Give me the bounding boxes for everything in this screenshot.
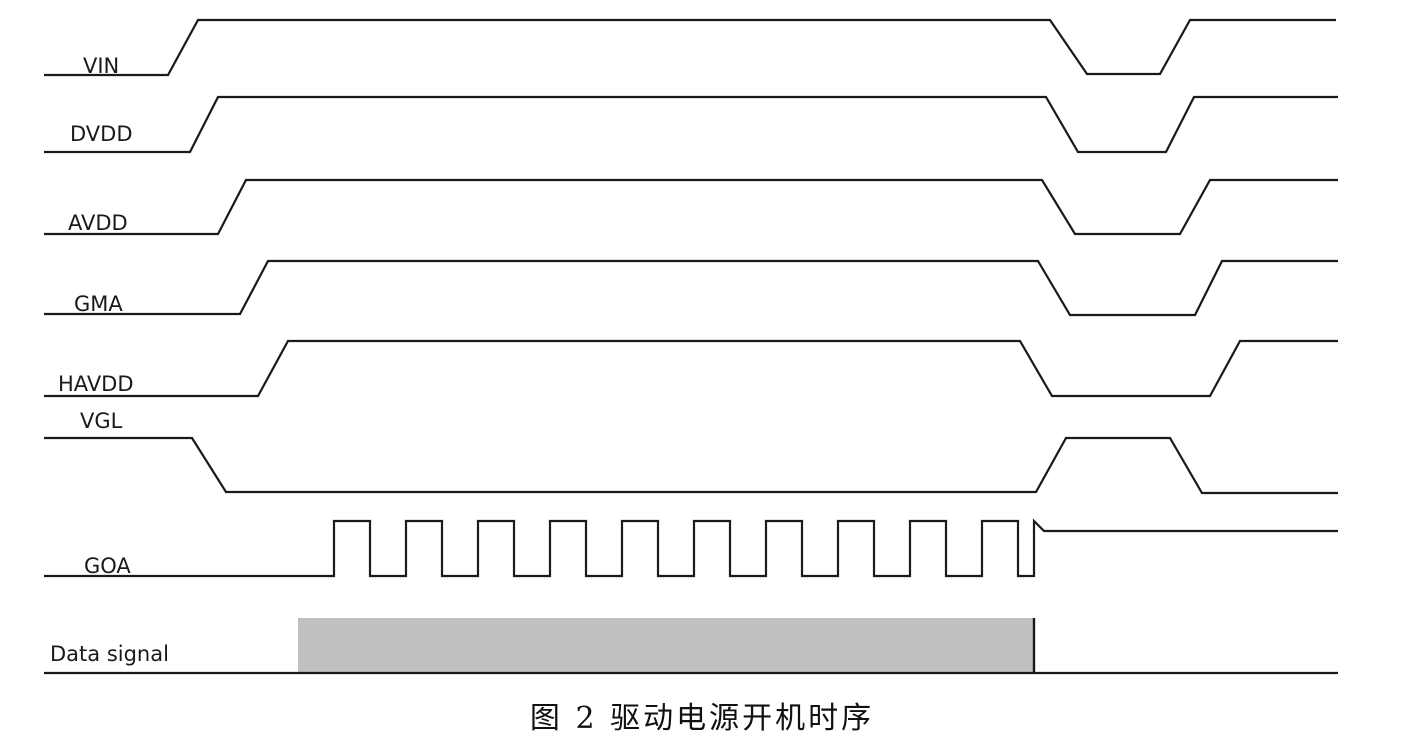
dvdd-waveform: [44, 95, 1338, 154]
figure-caption: 图 2 驱动电源开机时序: [529, 701, 875, 736]
havdd-label: HAVDD: [58, 372, 134, 396]
timing-waveforms: [44, 18, 1338, 675]
goa-waveform: [44, 518, 1338, 578]
data-signal-label: Data signal: [50, 642, 169, 666]
vin-label: VIN: [83, 54, 120, 78]
data-signal-block: [298, 618, 1034, 673]
vin-waveform: [44, 18, 1336, 77]
gma-label: GMA: [74, 292, 123, 316]
gma-waveform: [44, 259, 1338, 317]
avdd-waveform: [44, 178, 1338, 236]
vgl-waveform: [44, 436, 1338, 495]
dvdd-label: DVDD: [70, 122, 133, 146]
vgl-label: VGL: [80, 409, 123, 433]
havdd-waveform: [44, 339, 1338, 398]
goa-label: GOA: [84, 554, 131, 578]
avdd-label: AVDD: [68, 211, 128, 235]
